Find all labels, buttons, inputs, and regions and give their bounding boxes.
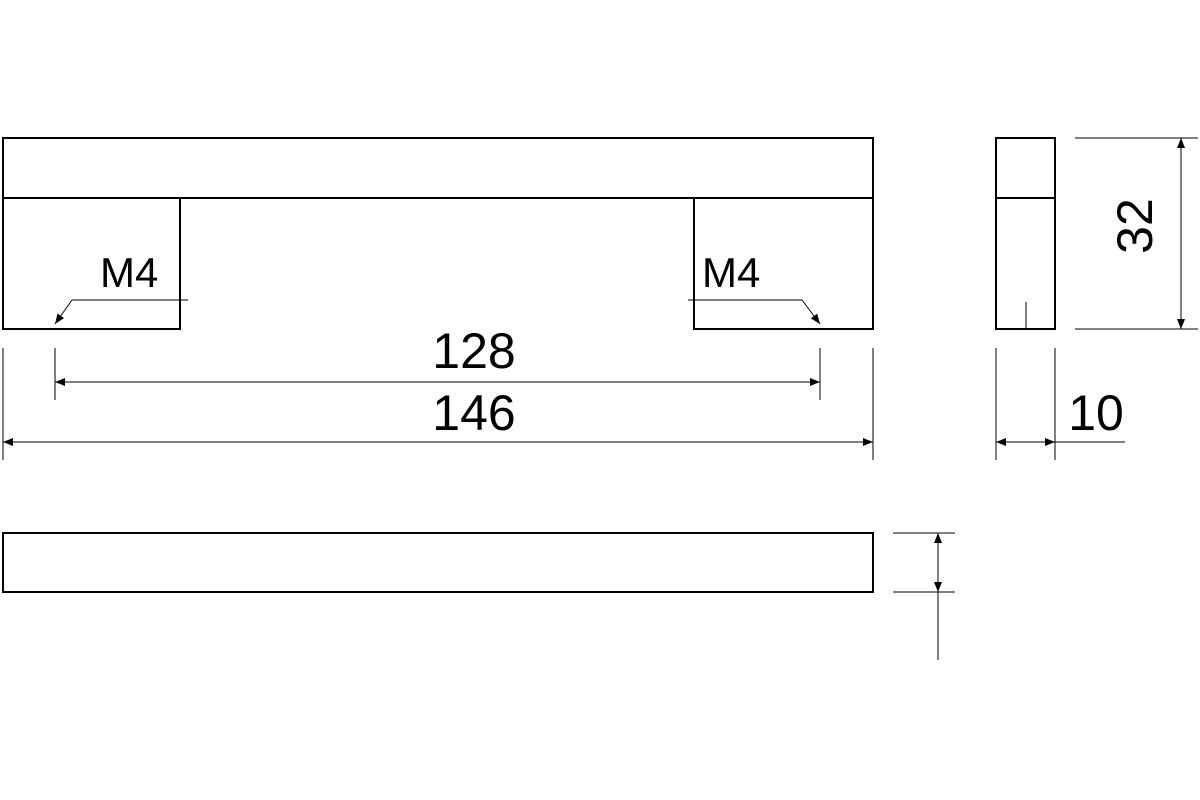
top-view — [2, 532, 874, 593]
height-dimension — [1075, 137, 1198, 330]
height-label: 32 — [1107, 198, 1163, 254]
width-label: 10 — [1068, 385, 1124, 441]
thread-label-left: M4 — [100, 249, 158, 296]
right-leg-front — [693, 198, 874, 330]
thread-leader-left — [54, 299, 188, 325]
overall-length-label: 146 — [432, 385, 515, 441]
handle-bar-front — [2, 137, 874, 199]
thickness-dimension — [893, 532, 955, 660]
overall-length-dimension — [2, 348, 874, 460]
handle-top-outline — [2, 532, 874, 593]
width-dimension — [995, 348, 1125, 460]
center-distance-label: 128 — [432, 323, 515, 379]
side-view — [995, 137, 1056, 330]
thread-label-right: M4 — [702, 249, 760, 296]
thread-leader-right — [688, 299, 821, 325]
front-view — [2, 137, 874, 330]
handle-side-outline — [995, 137, 1056, 330]
center-distance-dimension — [54, 348, 821, 400]
left-leg-front — [2, 198, 181, 330]
